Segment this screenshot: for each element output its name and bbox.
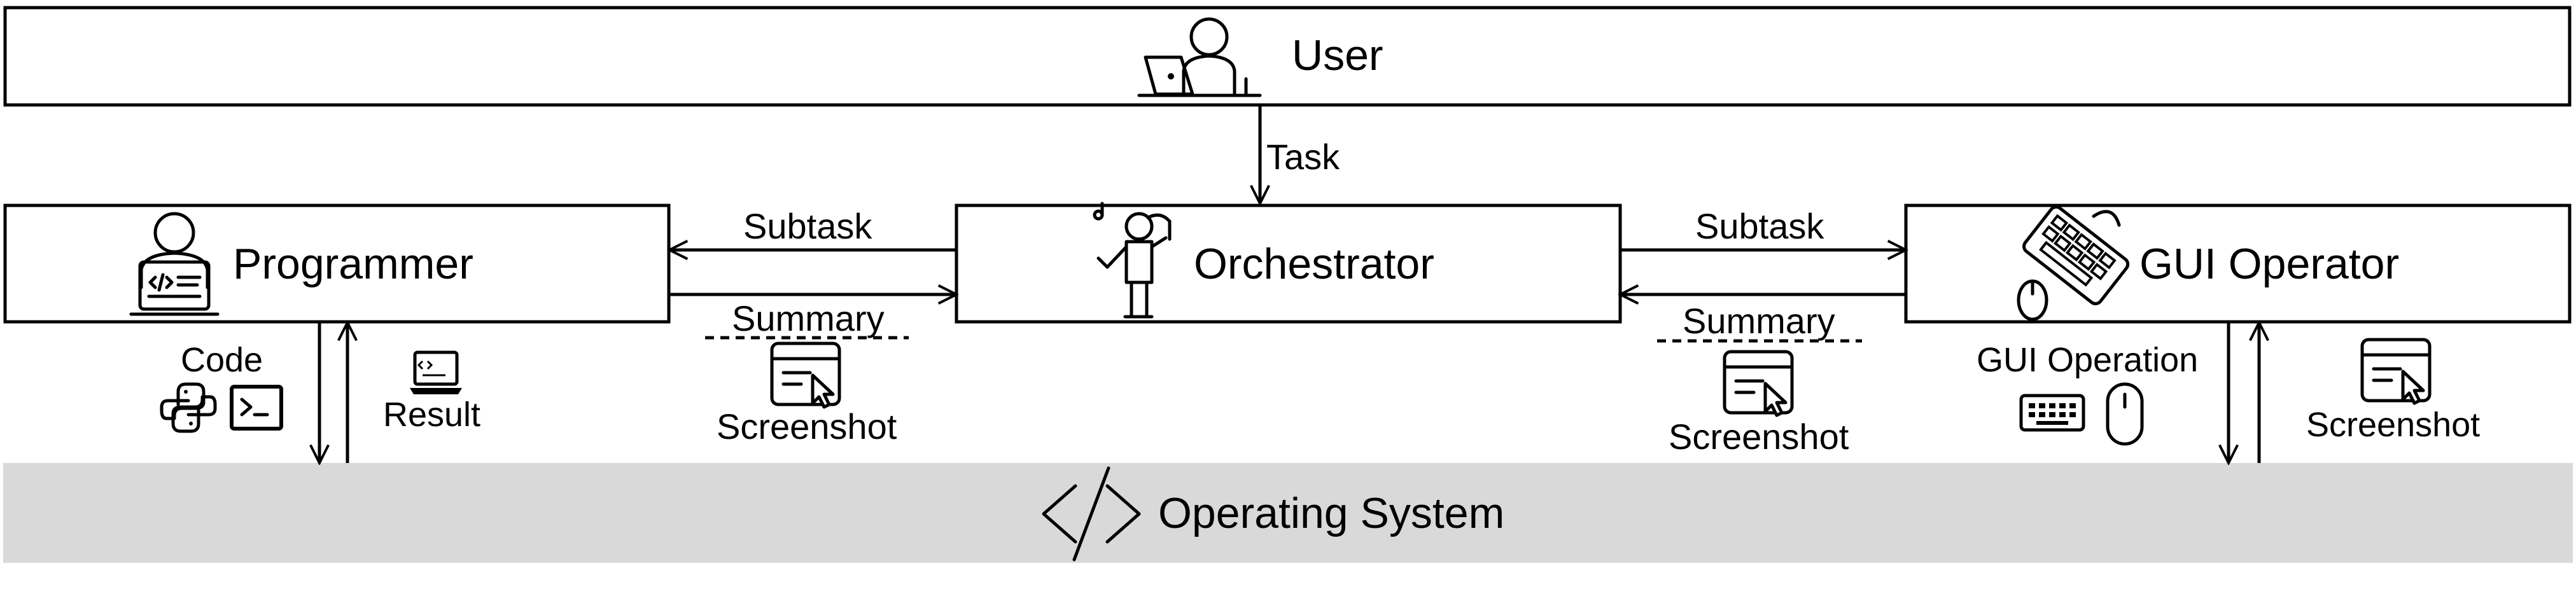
gui-operator-box (1904, 204, 2572, 324)
programmer-node: Programmer (3, 204, 671, 324)
programmer-label: Programmer (233, 240, 473, 288)
result-edge: Result (347, 322, 480, 463)
subtask-right-edge: Subtask (1620, 206, 1906, 250)
person-laptop-icon (1137, 17, 1262, 97)
screenshot-icon (772, 343, 839, 407)
screenshot-gui-edge: Screenshot (2259, 322, 2480, 463)
screenshot-gui-label: Screenshot (2306, 406, 2480, 444)
screenshot-icon (2362, 340, 2430, 403)
summary-right-edge: Summary Screenshot (1620, 294, 1906, 457)
orchestrator-node: Orchestrator (955, 202, 1622, 324)
orchestrator-label: Orchestrator (1194, 240, 1434, 288)
summary-left-label: Summary (732, 298, 885, 338)
orchestrator-box (955, 204, 1622, 324)
gui-operator-label: GUI Operator (2139, 240, 2399, 288)
gui-operator-node: GUI Operator (1904, 204, 2572, 324)
programmer-icon (129, 212, 220, 316)
conductor-icon (1093, 202, 1172, 319)
code-label: Code (181, 341, 263, 379)
user-node: User (3, 6, 2572, 107)
screenshot-icon (1725, 352, 1792, 415)
user-label: User (1292, 31, 1383, 79)
code-brackets-icon (1042, 466, 1141, 562)
user-box (3, 6, 2572, 107)
result-label: Result (383, 396, 480, 434)
summary-right-label: Summary (1683, 301, 1835, 341)
gui-operation-edge: GUI Operation (1977, 322, 2229, 463)
os-label: Operating System (1158, 489, 1504, 537)
keyboard-icon (2019, 394, 2085, 432)
screenshot-left-label: Screenshot (717, 406, 897, 446)
keyboard-mouse-icon (2017, 205, 2130, 321)
code-edge: Code (160, 322, 319, 463)
terminal-icon (230, 385, 283, 431)
task-edge: Task (1260, 106, 1340, 204)
subtask-left-label: Subtask (743, 206, 872, 246)
python-icon (160, 382, 217, 433)
gui-operation-label: GUI Operation (1977, 341, 2198, 379)
subtask-left-edge: Subtask (669, 206, 956, 250)
screenshot-right-label: Screenshot (1669, 417, 1849, 457)
task-label: Task (1266, 137, 1340, 177)
laptop-icon (410, 350, 462, 394)
mouse-icon (2106, 382, 2144, 446)
os-box (3, 463, 2573, 563)
summary-left-edge: Summary Screenshot (669, 294, 956, 446)
programmer-box (3, 204, 671, 324)
os-node: Operating System (3, 463, 2573, 563)
subtask-right-label: Subtask (1695, 206, 1824, 246)
